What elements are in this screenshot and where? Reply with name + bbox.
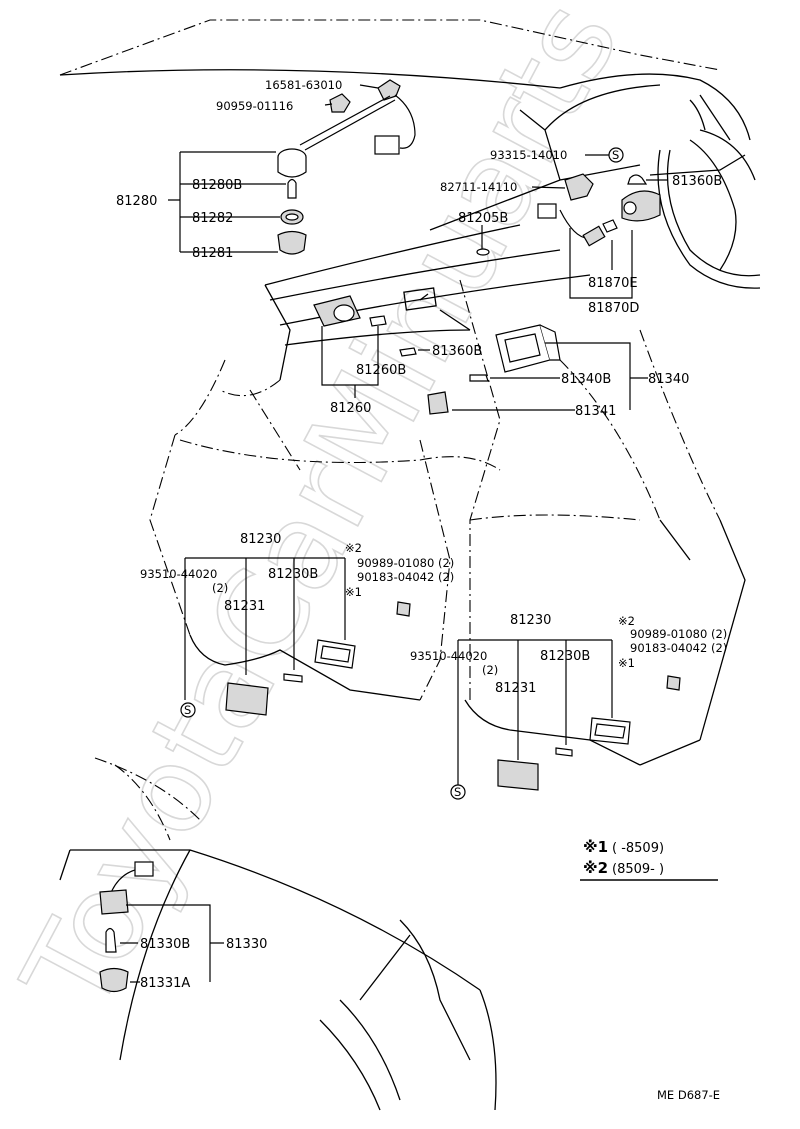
- part-81231-left-lens: [225, 682, 269, 716]
- label-90183-right: 90183-04042 (2): [630, 641, 727, 655]
- part-81230B-right-bulb: [555, 747, 573, 757]
- legend-mark-1: ※1: [583, 838, 608, 856]
- label-16581-63010: 16581-63010: [265, 78, 342, 92]
- label-81340: 81340: [648, 372, 689, 387]
- label-81205B: 81205B: [458, 211, 508, 226]
- label-note2-right: ※2: [618, 614, 635, 628]
- s-symbol-right-text: S: [454, 785, 461, 799]
- s-symbol-left-text: S: [184, 703, 191, 717]
- label-81280B: 81280B: [192, 178, 242, 193]
- part-81230-left-housing: [314, 639, 356, 669]
- connector: [374, 135, 400, 155]
- car-body-outline-top: [59, 19, 761, 766]
- s-symbol-top-text: S: [612, 148, 619, 162]
- part-81360B-mid-bulb: [399, 347, 417, 357]
- s-symbol-left: [180, 702, 196, 718]
- s-symbol-right: [450, 784, 466, 800]
- label-90989-right: 90989-01080 (2): [630, 627, 727, 641]
- leader-81870D: [569, 228, 633, 299]
- part-81330B-bulb: [105, 927, 117, 953]
- wire-harness: [394, 94, 416, 149]
- applicability-legend: ※1 ( -8509) ※2 (8509- ): [580, 838, 718, 881]
- wire-harness-2: [299, 95, 391, 146]
- label-qty-left: (2): [212, 581, 228, 595]
- label-note2-left: ※2: [345, 541, 362, 555]
- leader-81230-left: [184, 557, 346, 700]
- part-81231-right-lens: [497, 759, 539, 791]
- leader-81340: [452, 342, 631, 411]
- label-81280: 81280: [116, 194, 157, 209]
- part-81340B-bulb: [469, 374, 489, 382]
- label-81260: 81260: [330, 401, 371, 416]
- legend-text-1: ( -8509): [612, 841, 664, 856]
- label-81282: 81282: [192, 211, 233, 226]
- label-90989-left: 90989-01080 (2): [357, 556, 454, 570]
- part-81230B-left-bulb: [283, 673, 303, 683]
- label-81331A: 81331A: [140, 976, 190, 991]
- leader-81280: [168, 151, 286, 253]
- drawing-code: ME D687-E: [657, 1088, 720, 1102]
- part-labels: 16581-63010 90959-01116 81280 81280B 812…: [116, 78, 727, 991]
- label-81340B: 81340B: [561, 372, 611, 387]
- leader-81330: [120, 904, 224, 983]
- label-81230-left: 81230: [240, 532, 281, 547]
- label-81230B-right: 81230B: [540, 649, 590, 664]
- label-81260B: 81260B: [356, 363, 406, 378]
- label-81231-left: 81231: [224, 599, 265, 614]
- connector-2: [537, 203, 557, 219]
- label-93510-right: 93510-44020: [410, 649, 487, 663]
- label-81230B-left: 81230B: [268, 567, 318, 582]
- part-81205B: [476, 225, 490, 256]
- part-81280B-bulb: [287, 178, 297, 199]
- label-81360B-mid: 81360B: [432, 344, 482, 359]
- part-81870-socket: [582, 225, 606, 247]
- part-81260B-bulb: [369, 315, 387, 327]
- car-body-outline-bottom: [59, 757, 497, 1111]
- label-81870D: 81870D: [588, 301, 639, 316]
- label-81330: 81330: [226, 937, 267, 952]
- label-qty-right: (2): [482, 663, 498, 677]
- label-81870E: 81870E: [588, 276, 638, 291]
- part-16581-63010: [359, 79, 401, 101]
- label-81330B: 81330B: [140, 937, 190, 952]
- part-81341-knob: [427, 391, 449, 415]
- label-82711-14110: 82711-14110: [440, 180, 517, 194]
- part-81260-socket: [313, 295, 361, 327]
- part-81870-bulb: [602, 219, 618, 233]
- part-ignition-lamp: [621, 190, 661, 222]
- label-81360B-top: 81360B: [672, 174, 722, 189]
- part-81331A-cover: [99, 967, 129, 993]
- legend-text-2: (8509- ): [612, 862, 664, 877]
- label-note1-left: ※1: [345, 585, 362, 599]
- part-81330-socket: [99, 861, 154, 915]
- label-90959-01116: 90959-01116: [216, 99, 293, 113]
- label-81230-right: 81230: [510, 613, 551, 628]
- part-81230-right-housing: [589, 717, 631, 745]
- part-90989-right: [666, 675, 681, 691]
- label-81281: 81281: [192, 246, 233, 261]
- wire-harness-3: [304, 99, 396, 151]
- part-90959-01116: [324, 93, 351, 113]
- label-93510-left: 93510-44020: [140, 567, 217, 581]
- label-note1-right: ※1: [618, 656, 635, 670]
- part-81340-switch: [495, 324, 561, 373]
- label-93315-14010: 93315-14010: [490, 148, 567, 162]
- part-81280-socket: [277, 148, 307, 178]
- part-82711-14110: [531, 173, 594, 201]
- leader-81230-right: [457, 639, 613, 785]
- legend-mark-2: ※2: [583, 859, 608, 877]
- leader-81260: [321, 326, 379, 398]
- part-90989-left: [396, 601, 411, 617]
- label-90183-left: 90183-04042 (2): [357, 570, 454, 584]
- label-81231-right: 81231: [495, 681, 536, 696]
- part-81281-lens: [277, 230, 307, 255]
- part-81360B-top-bulb: [627, 174, 668, 185]
- label-81341: 81341: [575, 404, 616, 419]
